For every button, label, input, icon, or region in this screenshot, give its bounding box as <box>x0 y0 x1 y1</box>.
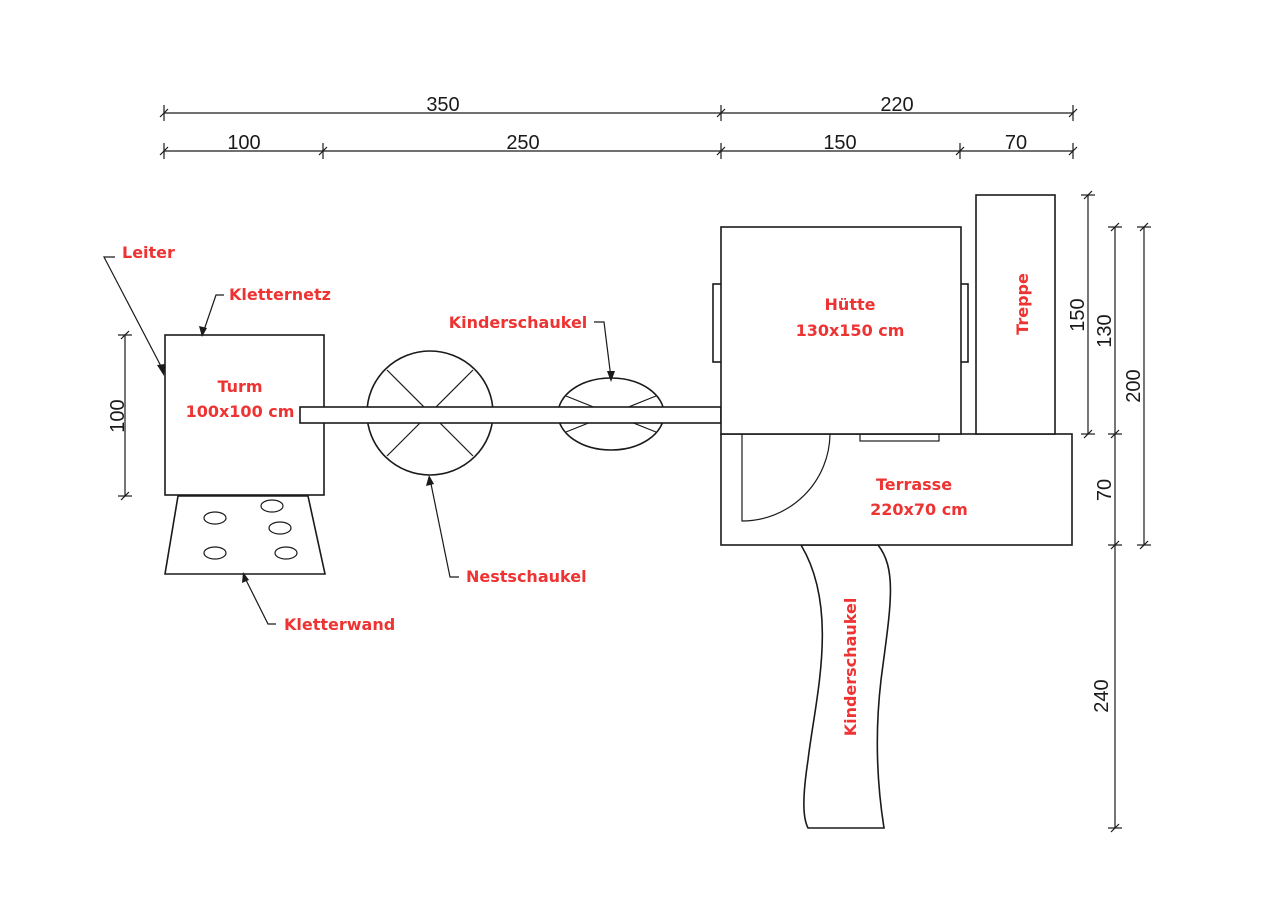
dim-right-total: 200 <box>1123 369 1145 402</box>
label-turm-name: Turm <box>217 377 262 396</box>
label-kletterwand: Kletterwand <box>284 615 395 634</box>
label-turm-size: 100x100 cm <box>186 402 295 421</box>
label-nestschaukel: Nestschaukel <box>466 567 587 586</box>
top-dimension-lines <box>159 105 1078 159</box>
swing-beam <box>299 406 722 424</box>
dim-top-seg-2: 250 <box>506 132 539 154</box>
hut <box>712 226 969 435</box>
dim-right-hut: 130 <box>1094 314 1116 347</box>
label-leiter: Leiter <box>122 243 175 262</box>
label-huette-name: Hütte <box>825 295 876 314</box>
label-kletternetz: Kletternetz <box>229 285 331 304</box>
left-dimension-line <box>118 330 132 501</box>
dim-top-seg-3: 150 <box>823 132 856 154</box>
terrace <box>720 433 1073 546</box>
label-kinderschaukel-right: Kinderschaukel <box>841 598 860 737</box>
dim-right-slide: 240 <box>1091 679 1113 712</box>
label-treppe: Treppe <box>1013 273 1032 335</box>
climbing-wall <box>164 495 326 575</box>
dim-right-stairs: 150 <box>1067 298 1089 331</box>
label-kinderschaukel-top: Kinderschaukel <box>449 313 588 332</box>
label-terrasse-name: Terrasse <box>876 475 952 494</box>
dim-top-seg-4: 70 <box>1005 132 1027 154</box>
label-huette-size: 130x150 cm <box>796 321 905 340</box>
dim-top-total-left: 350 <box>426 94 459 116</box>
right-dimension-lines <box>1081 190 1151 833</box>
dim-top-seg-1: 100 <box>227 132 260 154</box>
label-terrasse-size: 220x70 cm <box>870 500 968 519</box>
dim-top-total-right: 220 <box>880 94 913 116</box>
dim-left-tower: 100 <box>107 399 129 432</box>
slide <box>799 544 892 829</box>
stairs <box>975 194 1056 435</box>
dim-right-terrace: 70 <box>1094 479 1116 501</box>
tower <box>164 334 325 496</box>
leader-arrows <box>103 256 615 625</box>
